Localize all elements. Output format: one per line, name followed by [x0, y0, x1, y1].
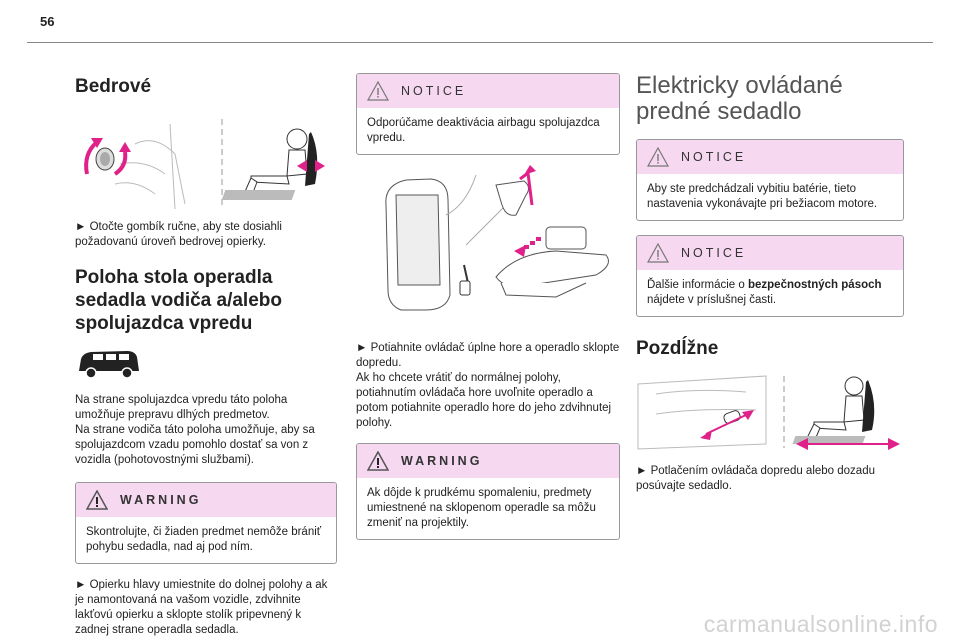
- warning-box-col1: WARNING Skontrolujte, či žiaden predmet …: [75, 482, 337, 564]
- warning-text-col2: Ak dôjde k prudkému spomaleniu, predmety…: [367, 487, 596, 529]
- heading-pozdlzne: Pozdĺžne: [636, 338, 719, 359]
- notice-text-prefix: Ďalšie informácie o: [647, 279, 748, 291]
- page-number: 56: [40, 14, 55, 29]
- notice-label-seatbelts: NOTICE: [681, 246, 747, 260]
- longitudinal-illustration: [636, 374, 904, 454]
- heading-electric-seat: Elektricky ovládané predné sedadlo: [636, 72, 843, 125]
- notice-header-battery: NOTICE: [637, 140, 903, 174]
- heading-table-position: Poloha stola operadla sedadla vodiča a/a…: [75, 267, 282, 334]
- warning-icon: [86, 490, 108, 510]
- warning-header: WARNING: [76, 483, 336, 517]
- notice-text-seatbelts: Ďalšie informácie o bezpečnostných pásoc…: [637, 270, 903, 316]
- van-icon: [75, 347, 337, 381]
- fold-instruction: ► Potiahnite ovládač úplne hore a operad…: [356, 342, 620, 429]
- notice-label-battery: NOTICE: [681, 150, 747, 164]
- notice-text-suffix: nájdete v príslušnej časti.: [647, 294, 777, 306]
- warning-label-col2: WARNING: [401, 454, 483, 468]
- top-rule: [27, 42, 933, 43]
- notice-box-col2: NOTICE Odporúčame deaktivácia airbagu sp…: [356, 73, 620, 155]
- notice-text-battery: Aby ste predchádzali vybitiu batérie, ti…: [647, 183, 878, 210]
- notice-icon: [647, 243, 669, 263]
- column-3: Elektricky ovládané predné sedadlo NOTIC…: [636, 60, 904, 494]
- seat-fold-illustration: [356, 165, 620, 335]
- notice-header: NOTICE: [357, 74, 619, 108]
- notice-icon: [647, 147, 669, 167]
- longitudinal-instruction: ► Potlačením ovládača dopredu alebo doza…: [636, 465, 875, 492]
- notice-box-battery: NOTICE Aby ste predchádzali vybitiu baté…: [636, 139, 904, 221]
- notice-label: NOTICE: [401, 84, 467, 98]
- warning-label: WARNING: [120, 493, 202, 507]
- warning-text: Skontrolujte, či žiaden predmet nemôže b…: [86, 526, 322, 553]
- warning-icon: [367, 451, 389, 471]
- heading-bedrove: Bedrové: [75, 76, 152, 97]
- seatbelts-link-text: bezpečnostných pásoch: [747, 279, 882, 291]
- column-1: Bedrové: [75, 60, 337, 638]
- warning-header-col2: WARNING: [357, 444, 619, 478]
- column-2: NOTICE Odporúčame deaktivácia airbagu sp…: [356, 60, 620, 540]
- watermark: carmanualsonline.info: [703, 611, 938, 637]
- warning-box-col2: WARNING Ak dôjde k prudkému spomaleniu, …: [356, 443, 620, 540]
- notice-text: Odporúčame deaktivácia airbagu spolujazd…: [367, 117, 600, 144]
- notice-header-seatbelts: NOTICE: [637, 236, 903, 270]
- lumbar-illustration: [75, 114, 337, 212]
- notice-icon: [367, 81, 389, 101]
- table-position-description: Na strane spolujazdca vpredu táto poloha…: [75, 394, 315, 466]
- headrest-instruction: ► Opierku hlavy umiestnite do dolnej pol…: [75, 579, 328, 636]
- lumbar-instruction: ► Otočte gombík ručne, aby ste dosiahli …: [75, 221, 282, 248]
- notice-box-seatbelts: NOTICE Ďalšie informácie o bezpečnostnýc…: [636, 235, 904, 317]
